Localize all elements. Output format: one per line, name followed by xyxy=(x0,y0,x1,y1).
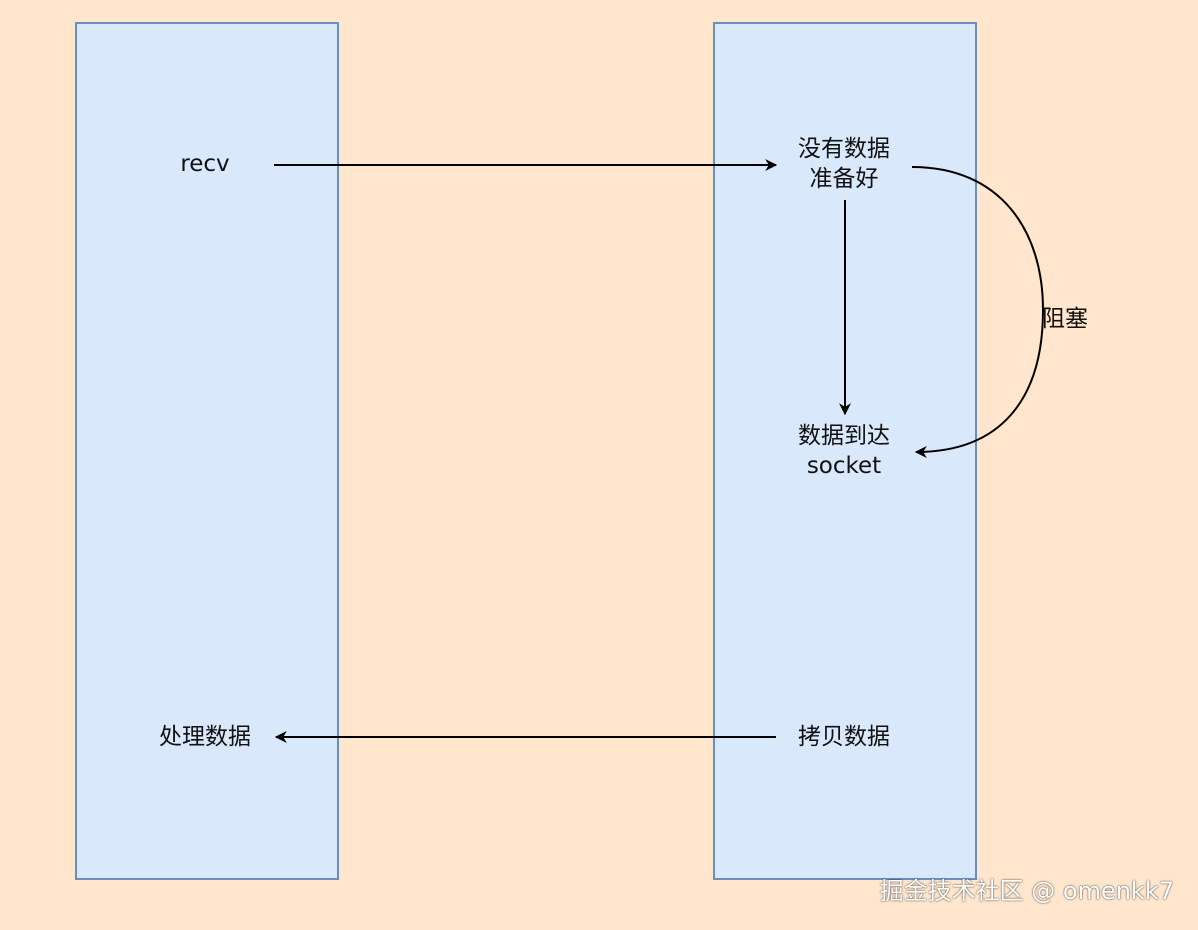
recv-node: recv xyxy=(140,149,270,179)
data-arrived-line-1: 数据到达 xyxy=(798,423,890,449)
copy-data-label: 拷贝数据 xyxy=(798,724,890,750)
process-data-node: 处理数据 xyxy=(140,722,270,752)
not-ready-line-2: 准备好 xyxy=(809,166,879,192)
data-arrived-line-2: socket xyxy=(806,453,882,479)
not-ready-line-1: 没有数据 xyxy=(798,136,890,162)
copy-data-node: 拷贝数据 xyxy=(764,722,924,752)
block-curve-arrow xyxy=(911,166,1045,458)
block-label-text: 阻塞 xyxy=(1042,306,1088,332)
watermark: 掘金技术社区 @ omenkk7 xyxy=(879,877,1174,905)
process-data-label: 处理数据 xyxy=(159,724,251,750)
block-edge-label: 阻塞 xyxy=(1042,304,1132,334)
data-arrived-node: 数据到达 socket xyxy=(764,421,924,481)
not-ready-node: 没有数据 准备好 xyxy=(764,134,924,194)
recv-label: recv xyxy=(180,151,230,177)
